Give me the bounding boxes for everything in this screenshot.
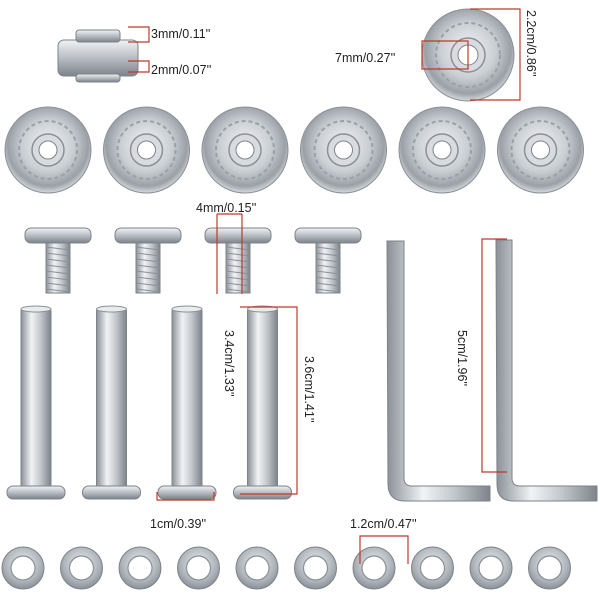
washer — [118, 546, 162, 590]
washer — [60, 546, 103, 590]
screw — [114, 227, 182, 294]
washer — [528, 546, 571, 590]
screw — [204, 227, 272, 294]
axle-bolt — [6, 305, 66, 500]
axle-length-outer-label: 3.6cm/1.41'' — [302, 356, 316, 423]
bearing — [300, 106, 387, 194]
bearing-width-outer-label: 3mm/0.11'' — [151, 27, 210, 41]
washer — [469, 546, 513, 590]
bearing-bore-label: 7mm/0.27'' — [335, 51, 395, 65]
axle-head-guide — [156, 492, 215, 501]
axle-bolt — [233, 305, 292, 500]
bearing — [398, 106, 486, 194]
washer-diameter-label: 1.2cm/0.47'' — [350, 517, 417, 531]
bearing-width-inner-label: 2mm/0.07'' — [151, 63, 211, 77]
axle-head-label: 1cm/0.39'' — [150, 517, 206, 531]
washer — [411, 546, 454, 590]
bearing-diameter-label: 2.2cm/0.86'' — [524, 10, 538, 77]
bearing-row — [4, 106, 584, 194]
washer — [352, 546, 396, 590]
bearing — [4, 106, 92, 194]
washer — [235, 546, 279, 590]
axle-bolt — [157, 305, 217, 500]
bearing-front-view — [421, 8, 521, 102]
washer — [294, 546, 337, 590]
axle-length-guide — [240, 306, 298, 495]
screw-row — [24, 227, 362, 294]
washer — [177, 546, 220, 590]
washer-row — [1, 546, 571, 590]
washer — [1, 546, 45, 590]
bearing — [103, 106, 190, 194]
bearing — [201, 106, 289, 194]
washer-diameter-guide — [359, 535, 409, 564]
axle-bolt — [82, 305, 141, 500]
hex-wrench-right — [495, 239, 598, 502]
screw-thread-guide — [216, 213, 243, 294]
screw — [294, 227, 362, 294]
axle-length-inner-label: 3.4cm/1.33'' — [222, 330, 236, 397]
screw-thread-label: 4mm/0.15'' — [196, 201, 256, 215]
wrench-length-guide — [481, 238, 507, 473]
hex-wrench-left — [386, 240, 491, 502]
wrench-length-label: 5cm/1.96'' — [455, 330, 469, 386]
bearing — [497, 106, 584, 194]
bearing-side-view — [57, 26, 150, 83]
axle-row — [6, 305, 292, 500]
screw — [24, 227, 92, 294]
